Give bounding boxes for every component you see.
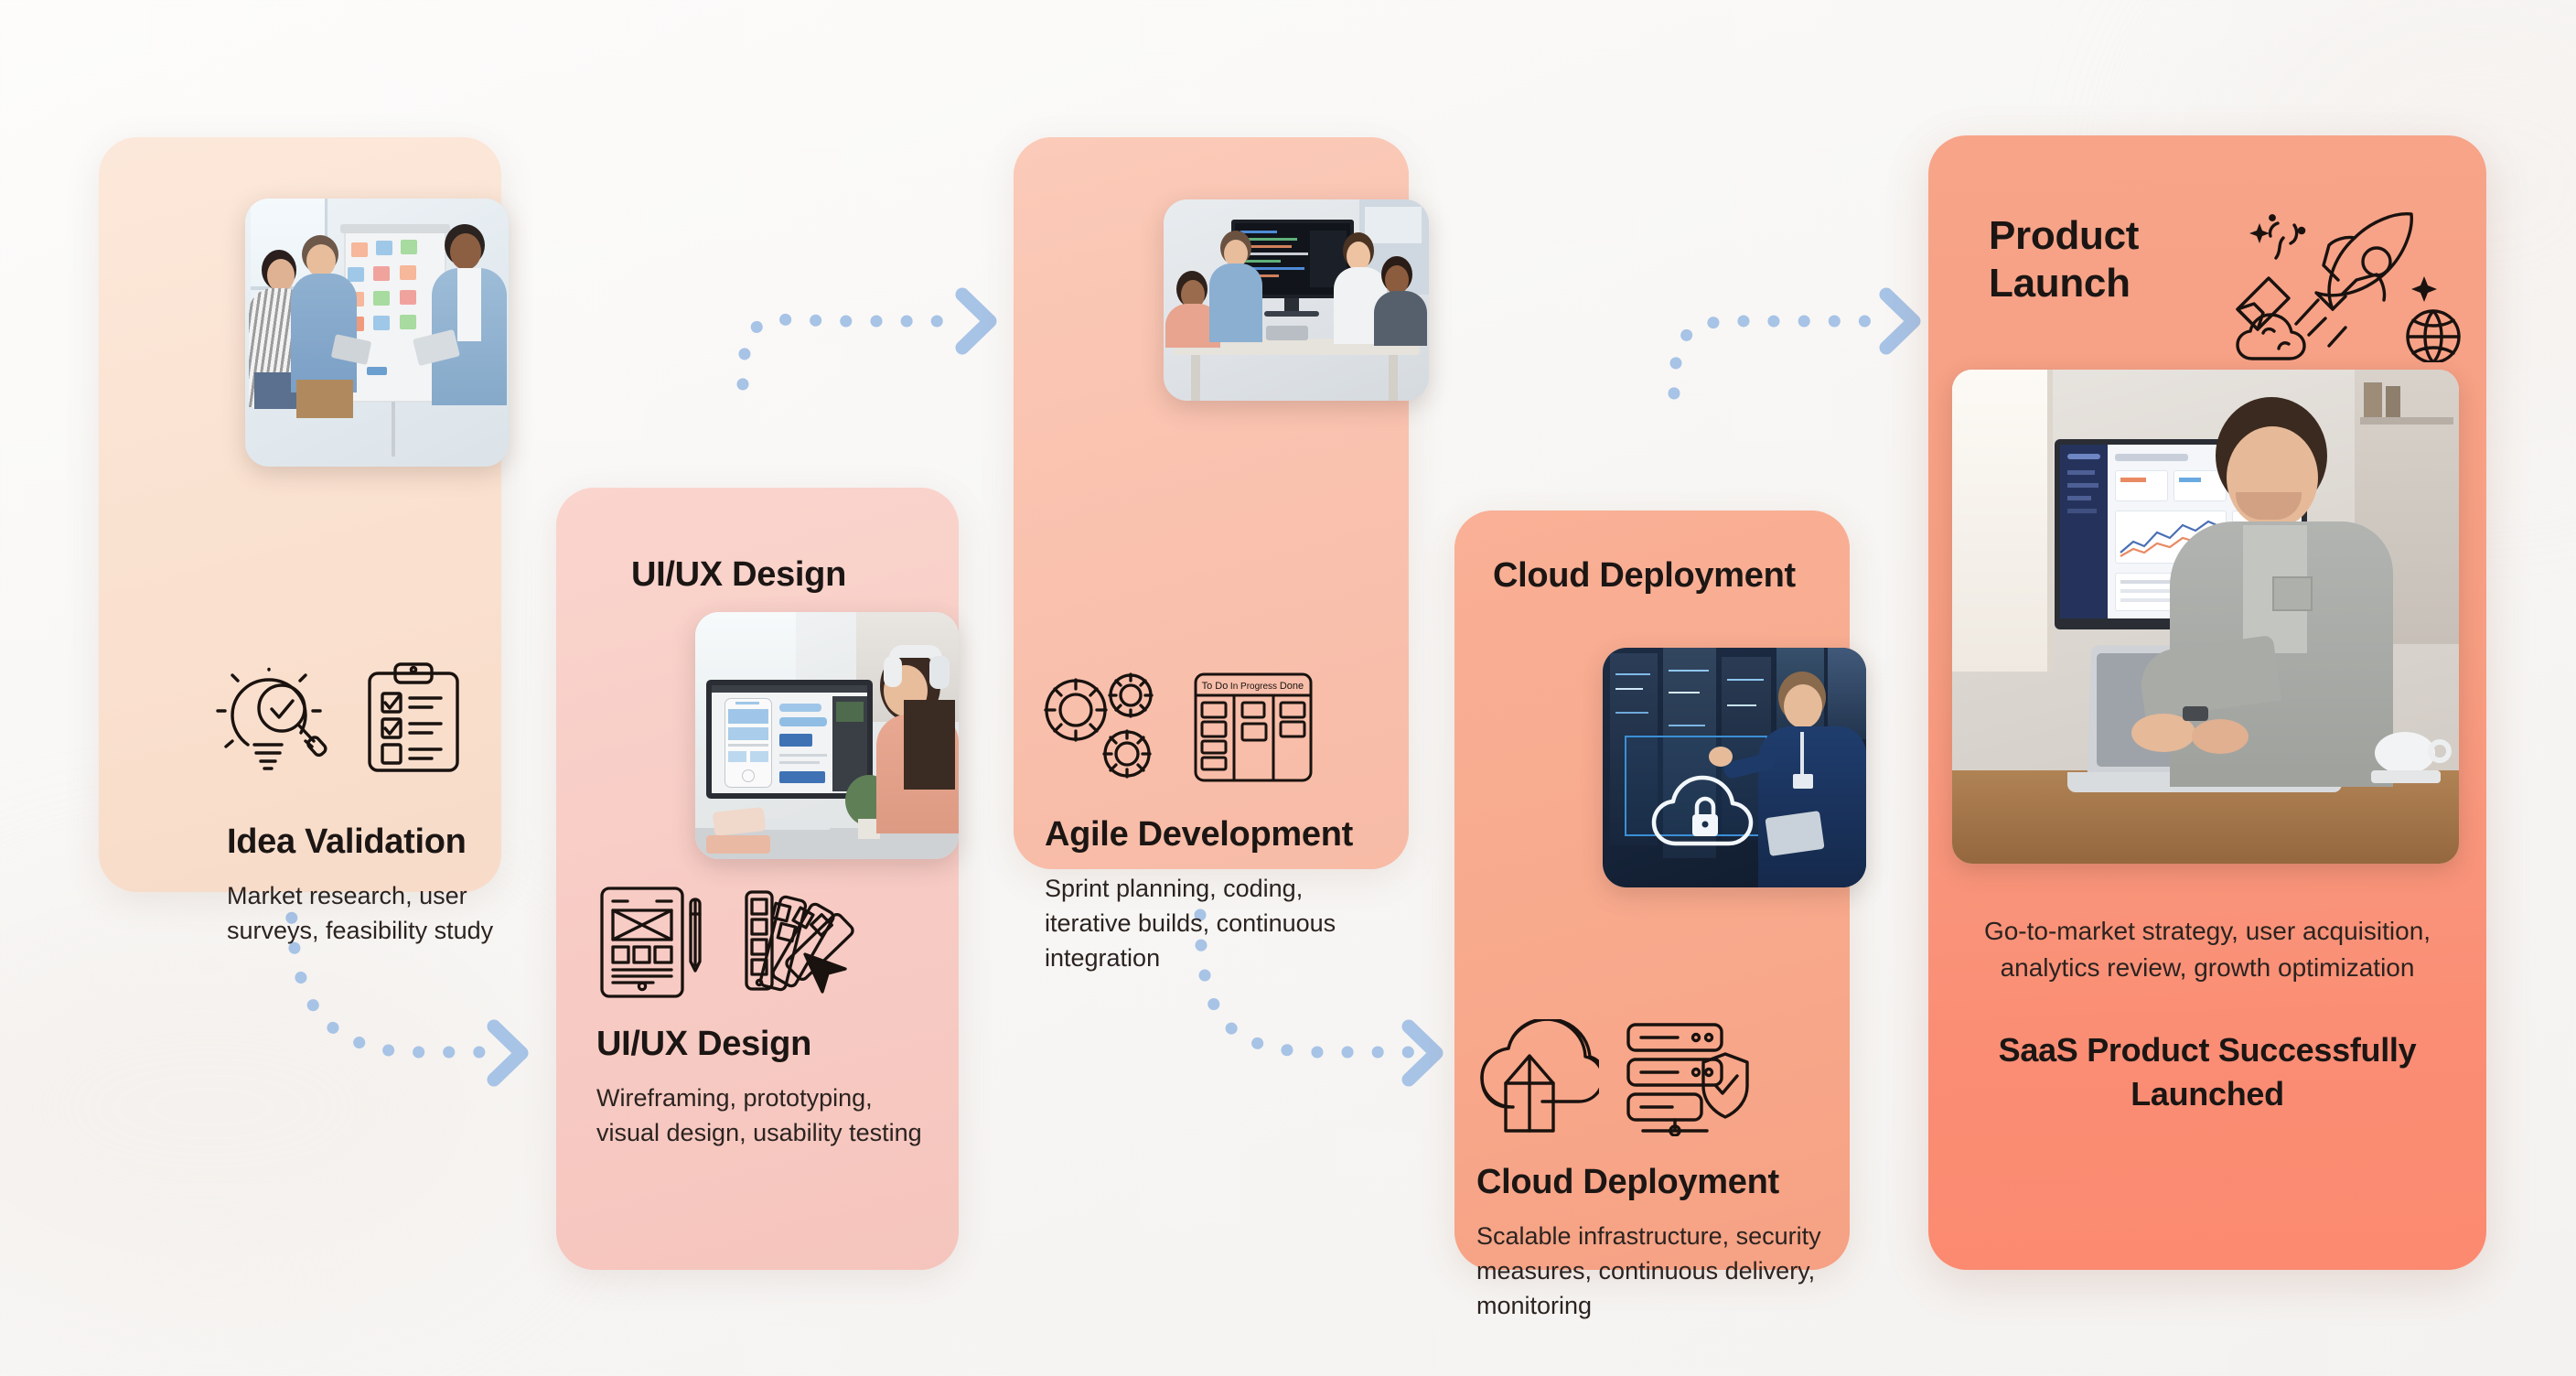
icon-row-cloud-deployment [1465,1019,1753,1136]
connector-2-to-3 [736,287,997,391]
tablet-wireframe-pen-icon [596,883,710,1002]
card-title-top: UI/UX Design [631,555,846,594]
kanban-board-icon: To Do In Progress Done [1191,670,1315,785]
lightbulb-magnifier-check-icon [210,661,327,778]
card-surface [1454,511,1850,1270]
text-block-agile-development: Agile Development Sprint planning, codin… [1045,814,1385,975]
photo-ui-ux-design [695,612,959,859]
icon-row-agile-development: To Do In Progress Done [1030,670,1315,785]
photo-agile-development [1164,199,1429,401]
card-title-top: Cloud Deployment [1493,556,1796,595]
text-block-ui-ux-design: UI/UX Design Wireframing, prototyping, v… [596,1024,926,1150]
step-card-agile-development[interactable]: To Do In Progress Done Agile Development… [1014,137,1429,972]
step-card-cloud-deployment[interactable]: Cloud Deployment [1454,511,1866,1319]
svg-text:Done: Done [1280,681,1304,692]
rocket-launch-icon [2236,212,2461,362]
card-heading: Cloud Deployment [1476,1163,1779,1201]
card-heading: Idea Validation [227,822,467,861]
card-description: Go-to-market strategy, user acquisition,… [1983,917,2431,982]
photo-product-launch-main [1952,370,2459,864]
step-card-product-launch[interactable]: Product Launch [1928,135,2486,1270]
color-swatch-fan-cursor-icon [741,883,858,1002]
photo-idea-validation [245,199,509,467]
cloud-upload-icon [1473,1019,1599,1136]
icon-row-idea-validation [210,661,465,778]
icon-row-product-launch [2230,198,2468,362]
photo-cloud-deployment [1603,648,1866,887]
background-glow [0,915,531,1299]
card-description: Scalable infrastructure, security measur… [1476,1222,1821,1319]
clipboard-checklist-icon [362,661,465,778]
icon-row-ui-ux [578,883,858,1002]
text-block-idea-validation: Idea Validation Market research, user su… [227,822,529,948]
card-heading: Agile Development [1045,815,1353,854]
step-card-ui-ux-design[interactable]: UI/UX Design [556,488,959,1270]
svg-text:To Do: To Do [1202,681,1229,692]
card-description: Market research, user surveys, feasibili… [227,882,494,944]
gears-icon [1036,670,1164,785]
step-card-idea-validation[interactable]: Idea Validation Market research, user su… [99,137,509,944]
server-rack-shield-check-icon [1625,1019,1753,1136]
card-title-top: Product Launch [1989,213,2140,306]
card-description: Wireframing, prototyping, visual design,… [596,1084,922,1146]
card-surface [556,488,959,1270]
text-block-product-launch: Go-to-market strategy, user acquisition,… [1965,913,2450,1116]
card-description: Sprint planning, coding, iterative build… [1045,875,1336,972]
outcome-text: SaaS Product Successfully Launched [1998,1031,2417,1113]
text-block-cloud-deployment: Cloud Deployment Scalable infrastructure… [1476,1162,1824,1323]
connector-4-to-5 [1668,287,1921,400]
svg-text:In Progress: In Progress [1230,682,1277,692]
card-heading: UI/UX Design [596,1025,811,1063]
